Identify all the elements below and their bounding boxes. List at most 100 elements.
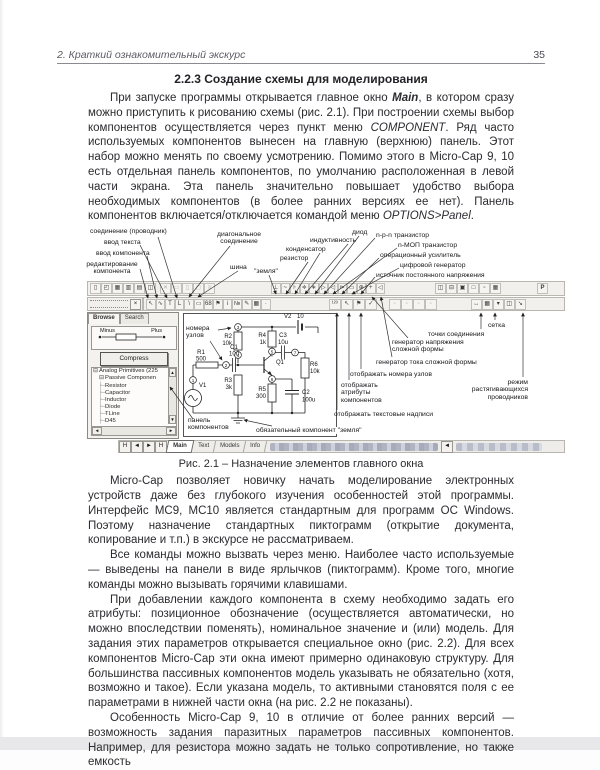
callout-text-entry: ввод текста xyxy=(104,239,141,247)
callout-wire: соединение (проводник) xyxy=(90,228,167,236)
component-tool-icon: ~ xyxy=(280,283,290,295)
edit-tool-icon: ≡ xyxy=(204,283,215,295)
callout-component-panel: панель компонентов xyxy=(188,417,229,432)
component-tool-icon: ◁ xyxy=(375,283,385,295)
view-toggle-icon: ▫ xyxy=(412,298,425,310)
book-page: 2. Краткий ознакомительный экскурс 35 2.… xyxy=(0,0,600,750)
tree-node-label: Analog Primitives (225 xyxy=(98,368,158,375)
edit-tool-icon: ✕ xyxy=(160,283,171,295)
draw-mode-icon: № xyxy=(232,298,242,310)
scan-edge-bottom xyxy=(0,737,600,750)
draw-mode-icon: ↖ xyxy=(146,298,156,310)
toolbar-row-1: ▯◰▦▥▤◫ ✕▭▯◻≡ ⊥~⊦≑∗▷◁⊳▭⊕+◁ ◫⊟▣□▫▦ P xyxy=(87,281,565,297)
plus-label: Plus xyxy=(151,328,162,335)
view-toggle-icon: ↘ xyxy=(514,298,526,310)
tab-browse: Browse xyxy=(88,313,120,325)
component-tool-icon: ◁ xyxy=(328,283,338,295)
callout-nmos: n-МОП транзистор xyxy=(398,242,458,250)
callout-resistor: резистор xyxy=(280,255,309,263)
window-arrange-icon: □ xyxy=(468,283,479,295)
component-tool-icon: ▭ xyxy=(347,283,357,295)
callout-digital-gen: цифровой генератор xyxy=(400,262,466,270)
panel-hscrollbar: ◄ ► xyxy=(91,426,177,437)
window-arrange-icon: ▦ xyxy=(490,283,501,295)
tree-item: Resistor xyxy=(92,383,176,390)
tab-search: Search xyxy=(119,313,149,325)
edit-tool-icon: ◻ xyxy=(193,283,204,295)
file-tool-icon: ◫ xyxy=(145,283,156,295)
view-toggle-icon: ▫ xyxy=(388,298,401,310)
component-tool-icon: ⊥ xyxy=(271,283,281,295)
tree-item: TLine xyxy=(92,411,176,418)
scroll-left-icon: ◄ xyxy=(92,427,102,436)
figure-caption: Рис. 2.1 – Назначение элементов главного… xyxy=(178,458,424,471)
view-toggle-icon: ▫ xyxy=(400,298,413,310)
window-arrange-icon: ⊟ xyxy=(446,283,457,295)
tab-models: Models xyxy=(213,441,247,453)
page-number: 35 xyxy=(533,49,545,61)
view-toggle-icon: ▫ xyxy=(424,298,437,310)
blurred-scan-artifact xyxy=(456,442,543,451)
page-nav-button: ◄ xyxy=(131,440,143,453)
draw-mode-icon: · xyxy=(261,298,271,310)
callout-component-edit: редактирование компонента xyxy=(86,261,138,276)
schematic-area xyxy=(183,313,337,438)
paragraph-1: При запуске программы открывается главно… xyxy=(88,91,514,224)
draw-mode-icon: L xyxy=(174,298,185,310)
tree-node-analog-primitives: ⊟Analog Primitives (225 xyxy=(92,368,176,375)
draw-mode-icon: ⚑ xyxy=(213,298,223,310)
figure-2-1: ▯◰▦▥▤◫ ✕▭▯◻≡ ⊥~⊦≑∗▷◁⊳▭⊕+◁ ◫⊟▣□▫▦ P × ↖∿T… xyxy=(60,227,565,455)
callout-current-generator: генератор тока сложной формы xyxy=(376,359,477,367)
component-tool-icon: ⊦ xyxy=(290,283,300,295)
tree-item: Capacitor xyxy=(92,390,176,397)
callout-dc-source: источник постоянного напряжения xyxy=(376,272,485,280)
tree-item: Inductor xyxy=(92,397,176,404)
tree-node-passive-components: ⊟Passive Componen xyxy=(92,375,176,382)
view-toggle-icon: ↖ xyxy=(340,298,353,310)
component-tool-icon: + xyxy=(366,283,376,295)
tree-item: D45 xyxy=(92,418,176,425)
callout-diagonal: диагональное соединение xyxy=(216,231,261,246)
callout-junction-dots: точки соединения xyxy=(428,331,485,339)
callout-npn: n-p-n транзистор xyxy=(376,232,430,240)
compress-button: Compress xyxy=(100,352,168,367)
page-header: 2. Краткий ознакомительный экскурс 35 xyxy=(57,49,545,64)
file-tool-icon: ▥ xyxy=(123,283,134,295)
view-toggle-icon: ✓ xyxy=(364,298,377,310)
callout-component-entry: ввод компонента xyxy=(96,250,150,258)
component-tool-icon: ∗ xyxy=(309,283,319,295)
paragraph-4: При добавлении каждого компонента в схем… xyxy=(88,593,514,710)
scan-edge-left xyxy=(0,0,4,750)
menu-name-component: COMPONENT xyxy=(370,121,446,134)
minus-label: Minus xyxy=(100,328,115,335)
paragraph-text: . xyxy=(470,210,474,223)
callout-show-attributes: отображать атрибуты компонентов xyxy=(341,382,382,404)
expand-icon: ⊟ xyxy=(99,375,104,382)
file-tool-icon: ▦ xyxy=(112,283,123,295)
component-tool-icon: ⊕ xyxy=(356,283,366,295)
window-arrange-icon: ▣ xyxy=(457,283,468,295)
paragraph-text: При запуске программы открывается главно… xyxy=(110,92,393,104)
hscroll-left-icon: ◄ xyxy=(441,440,454,453)
callout-show-node-numbers: отображать номера узлов xyxy=(350,371,432,379)
page-nav-button: ► xyxy=(143,440,155,453)
callout-stretch-mode: режим растягивающихся проводников xyxy=(471,379,528,401)
draw-mode-icon: ∿ xyxy=(155,298,166,310)
section-title: 2.2.3 Создание схемы для моделирования xyxy=(174,72,428,86)
callout-node-numbers: номера узлов xyxy=(186,325,210,340)
component-tool-icon: ⊳ xyxy=(337,283,347,295)
callout-ground: "земля" xyxy=(254,268,278,276)
scroll-down-icon: ▼ xyxy=(169,415,176,425)
draw-mode-icon: ▭ xyxy=(193,298,204,310)
tree-item: Diode xyxy=(92,404,176,411)
component-tree: ⊟Analog Primitives (225 ⊟Passive Compone… xyxy=(91,367,177,428)
toolbar-cropped-icon: P xyxy=(537,283,548,295)
panel-title-strip: × xyxy=(87,297,143,312)
view-toggle-icon: ▦ xyxy=(481,298,493,310)
edit-tool-icon: ▭ xyxy=(171,283,182,295)
scroll-right-icon: ► xyxy=(166,427,176,436)
tab-main: Main xyxy=(165,440,195,454)
drag-handle xyxy=(90,300,128,309)
draw-mode-icon: T xyxy=(165,298,175,310)
scroll-up-icon: ▲ xyxy=(169,368,176,378)
